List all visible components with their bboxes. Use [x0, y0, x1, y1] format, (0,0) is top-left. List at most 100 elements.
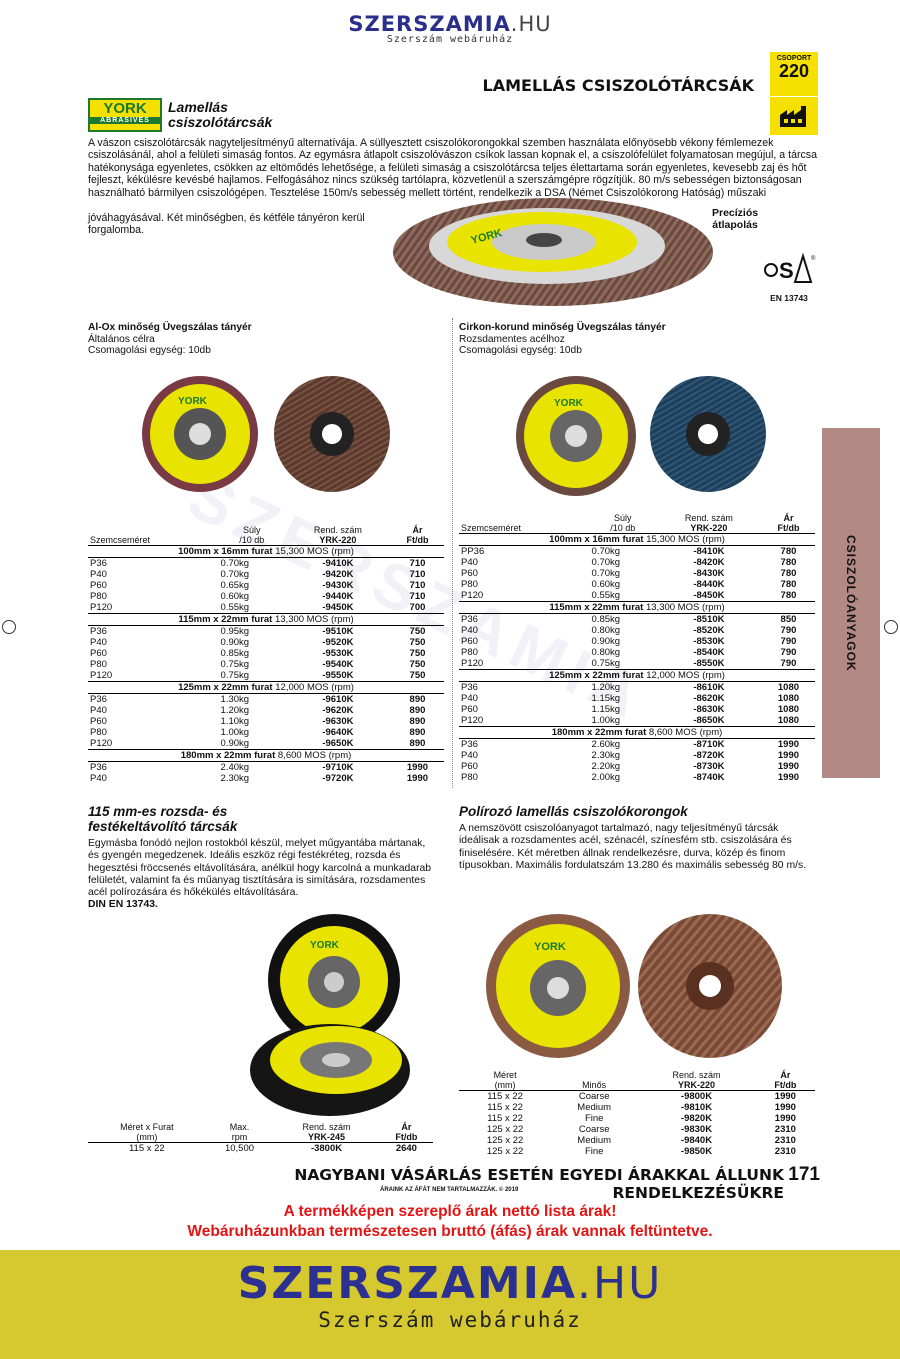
section-header-cell: 180mm x 22mm furat 8,600 MOS (rpm): [459, 726, 815, 739]
price-cell: 1990: [406, 773, 429, 784]
grit-cell: P120: [90, 602, 113, 613]
precision-line1: Precíziós: [712, 207, 759, 219]
svg-text:®: ®: [811, 255, 816, 262]
price-cell: 750: [409, 637, 426, 648]
intro-text: A vászon csiszolótárcsák nagyteljesítmén…: [88, 137, 817, 199]
bottom-brand-banner[interactable]: SZERSZAMIA.HU Szerszám webáruház: [0, 1250, 900, 1359]
code-cell: -9800K: [680, 1091, 713, 1102]
col-code-line1: Rend. szám: [302, 1122, 351, 1132]
col-weight: Súly/10 db: [219, 525, 285, 546]
code-cell: -8450K: [693, 590, 725, 601]
grit-cell: P36: [90, 558, 107, 569]
grit-cell: P40: [90, 705, 107, 716]
price-cell: 1990: [777, 739, 800, 750]
code-cell: -9850K: [680, 1146, 713, 1157]
grit-cell: P80: [461, 579, 478, 590]
brand-main: SZERSZAMIA: [348, 12, 511, 36]
code-cell: -9540K: [322, 659, 354, 670]
price-cell: 790: [780, 647, 797, 658]
side-tab-label: CSISZOLÓANYAGOK: [844, 534, 858, 672]
weight-cell: 2.40kg: [220, 762, 250, 773]
site-logo-top[interactable]: SZERSZAMIA.HU Szerszám webáruház: [0, 12, 900, 45]
code-cell: -9630K: [322, 716, 354, 727]
code-cell: -9530K: [322, 648, 354, 659]
grit-cell: P80: [90, 591, 107, 602]
weight-cell: 0.60kg: [220, 591, 250, 602]
alox-disc-images: YORK: [142, 376, 390, 492]
price-cell: 1990: [406, 762, 429, 773]
size-cell: 115 x 22: [128, 1143, 165, 1154]
weight-cell: 0.80kg: [591, 647, 621, 658]
col-max-rpm: Max.rpm: [206, 1122, 274, 1143]
grit-cell: P120: [461, 658, 484, 669]
code-cell: -8650K: [693, 715, 725, 726]
col-code-line2: YRK-220: [319, 535, 357, 545]
weight-cell: 0.70kg: [591, 557, 621, 568]
grit-cell: P120: [461, 590, 484, 601]
precision-overlap-label: Precíziós átlapolás: [712, 207, 758, 231]
col-weight-line2: /10 db: [239, 535, 265, 545]
code-cell: -9840K: [680, 1135, 713, 1146]
code-cell: -8440K: [693, 579, 725, 590]
grit-cell: P40: [461, 693, 478, 704]
price-cell: 1080: [777, 682, 800, 693]
price-cell: 2310: [774, 1124, 796, 1135]
weight-cell: 0.80kg: [591, 625, 621, 636]
code-cell: -9550K: [322, 670, 354, 681]
size-cell: 115 x 22: [487, 1091, 523, 1102]
col-code-line2: YRK-245: [308, 1132, 346, 1142]
brand-tagline: Szerszám webáruház: [386, 34, 514, 45]
code-cell: -8730K: [693, 761, 725, 772]
code-cell: -9720K: [322, 773, 354, 784]
weight-cell: 0.75kg: [591, 658, 621, 669]
grit-cell: P60: [461, 568, 478, 579]
banner-brand-main: SZERSZAMIA: [237, 1258, 578, 1309]
code-cell: -8610K: [693, 682, 725, 693]
section-speed: 15,300 MOS (rpm): [275, 546, 354, 557]
col-size-line1: Méret x Furat: [120, 1122, 174, 1132]
price-cell: 2310: [774, 1135, 796, 1146]
code-cell: -3800K: [310, 1143, 343, 1154]
grade-cell: Fine: [584, 1113, 604, 1124]
col-price-line2: Ft/db: [777, 523, 800, 533]
col-grit: Szemcseméret: [90, 535, 151, 545]
code-cell: -8510K: [693, 614, 725, 625]
section-size: 125mm x 22mm furat: [178, 682, 273, 693]
grit-cell: P80: [461, 772, 478, 783]
section-header-cell: 180mm x 22mm furat 8,600 MOS (rpm): [88, 749, 444, 762]
col-size: Méret(mm): [459, 1070, 551, 1091]
weight-cell: 0.75kg: [220, 659, 250, 670]
polishing-disc-images: YORK: [486, 914, 782, 1058]
grit-cell: P40: [461, 557, 478, 568]
price-cell: 780: [780, 568, 797, 579]
left-heading-sub2: Csomagolási egység: 10db: [88, 345, 211, 356]
registration-mark-right: [884, 620, 898, 634]
grit-cell: P40: [90, 569, 107, 580]
rust-title-line2: festékeltávolító tárcsák: [88, 819, 238, 834]
side-category-tab[interactable]: CSISZOLÓANYAGOK: [822, 428, 880, 778]
right-heading-sub2: Csomagolási egység: 10db: [459, 345, 582, 356]
size-cell: 115 x 22: [487, 1102, 523, 1113]
col-code-line2: YRK-220: [677, 1080, 715, 1090]
col-price-line2: Ft/db: [395, 1132, 418, 1142]
weight-cell: 0.70kg: [591, 546, 621, 557]
code-cell: -9520K: [322, 637, 354, 648]
price-cell: 850: [780, 614, 797, 625]
brand-suffix: .HU: [510, 12, 552, 36]
section-size: 100mm x 16mm furat: [178, 546, 273, 557]
weight-cell: 0.90kg: [220, 738, 250, 749]
